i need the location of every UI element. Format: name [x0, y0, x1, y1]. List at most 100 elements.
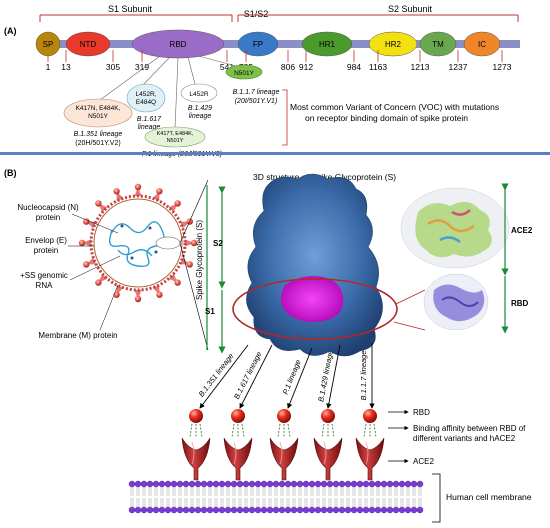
lipid [128, 480, 136, 514]
ace2-body [223, 437, 253, 481]
lipid [278, 480, 286, 514]
lipid [398, 480, 406, 514]
variant-b1351-sub: (20H/501Y.V2) [75, 140, 120, 147]
membrane-label: Membrane (M) protein [38, 331, 117, 340]
pos-984: 984 [347, 62, 361, 72]
human-cell-membrane [128, 480, 425, 514]
rna-label-1: +SS genomic [20, 271, 68, 280]
ace2-body [355, 437, 385, 481]
lipid [260, 480, 268, 514]
lipid [140, 480, 148, 514]
ace2-receptor [313, 409, 343, 481]
variant-b1617-lineage: B.1.617 [137, 116, 162, 123]
variant-b117-sub: (20I/501Y.V1) [235, 98, 278, 105]
domain-ic-label: IC [478, 40, 486, 49]
lineage-arrow: B.1.617 lineage [232, 344, 273, 409]
receptor-row [181, 409, 385, 481]
virus-spike [134, 183, 142, 197]
lineage-label: B.1.1.7 lineage [359, 350, 368, 400]
pos-1237: 1237 [449, 62, 468, 72]
domain-ntd-label: NTD [80, 40, 97, 49]
lineage-label: B.1.429 lineage [316, 350, 335, 403]
ace2-body [313, 437, 343, 481]
membrane-core [130, 486, 425, 508]
lipid [254, 480, 262, 514]
membrane-label-right: Human cell membrane [446, 492, 532, 502]
spike-axis-label: Spike Glycoprotein (S) [195, 220, 204, 300]
rbd-ball [277, 409, 291, 423]
domain-tm-label: TM [432, 40, 444, 49]
variant-b1617-sub: lineage [138, 124, 161, 131]
lipid [308, 480, 316, 514]
lipid [284, 480, 292, 514]
lineage-label: P.1 lineage [281, 358, 303, 395]
lipid [380, 480, 388, 514]
envelope-label-2: protein [34, 246, 58, 255]
lineage-arrow: B.1.1.7 lineage [359, 343, 375, 409]
ace2-body [269, 437, 299, 481]
envelope-label-1: Envelop (E) [25, 236, 67, 245]
spike-highlight-ellipse [155, 236, 181, 250]
domain-hr1: HR1 [301, 31, 353, 57]
domain-sp: SP [35, 31, 61, 57]
spike-connector-bottom [179, 242, 209, 351]
rbd-region [280, 276, 344, 323]
voc-note-line2: on receptor binding domain of spike prot… [305, 113, 468, 123]
lipid [248, 480, 256, 514]
membrane-bracket [432, 473, 441, 523]
domain-sp-label: SP [43, 40, 54, 49]
voc-bracket [282, 89, 288, 146]
lipid [218, 480, 226, 514]
lipid [302, 480, 310, 514]
position-numbers: 1 13 305 319 541 785 806 912 984 1163 12… [46, 62, 512, 72]
lipid [392, 480, 400, 514]
lipid [134, 480, 142, 514]
voc-note-line1: Most common Variant of Concern (VOC) wit… [290, 102, 499, 112]
pos-319: 319 [135, 62, 149, 72]
ace2-receptor [269, 409, 299, 481]
lipid [230, 480, 238, 514]
rbd-fan-lines [99, 55, 237, 129]
s1-s2-label: S1/S2 [244, 9, 269, 19]
lipid [164, 480, 172, 514]
pos-912: 912 [299, 62, 313, 72]
lipid [326, 480, 334, 514]
domain-hr2-label: HR2 [385, 40, 402, 49]
s1-subunit-bracket [39, 14, 233, 22]
lipid [368, 480, 376, 514]
rna-label-2: RNA [36, 281, 54, 290]
variant-b117-mut1: N501Y [234, 70, 255, 77]
lipid [356, 480, 364, 514]
variant-b1429: L452R B.1.429 lineage [180, 83, 218, 120]
pos-806: 806 [281, 62, 295, 72]
domain-fp: FP [237, 31, 279, 57]
variant-b1617-mut1: L452R, [136, 91, 157, 98]
pos-541: 541 [220, 62, 234, 72]
s1-subunit-label: S1 Subunit [108, 4, 153, 14]
pos-1: 1 [46, 62, 51, 72]
lipid [266, 480, 274, 514]
s2-subunit-label: S2 Subunit [388, 4, 433, 14]
domain-ic: IC [463, 31, 501, 57]
lineage-label: B.1.351 lineage [197, 352, 236, 399]
virus-particle [78, 183, 198, 303]
virus-spike [95, 272, 109, 286]
lipid [362, 480, 370, 514]
ace2-receptor [181, 409, 211, 481]
ace2-body [181, 437, 211, 481]
virus-spike [184, 239, 198, 247]
variant-b1429-sub: lineage [189, 113, 212, 120]
virus-spike [167, 200, 181, 214]
lipid [404, 480, 412, 514]
lipid [236, 480, 244, 514]
domain-tm: TM [419, 31, 457, 57]
pos-1273: 1273 [493, 62, 512, 72]
rbd-zoom-line-bottom [393, 321, 426, 331]
ace2-receptor [223, 409, 253, 481]
virus-spike [95, 200, 109, 214]
right-ace2-label: ACE2 [413, 457, 434, 466]
domain-fp-label: FP [253, 40, 263, 49]
s2-label: S2 [213, 239, 223, 248]
variant-b1351-lineage: B.1.351 lineage [74, 131, 123, 138]
